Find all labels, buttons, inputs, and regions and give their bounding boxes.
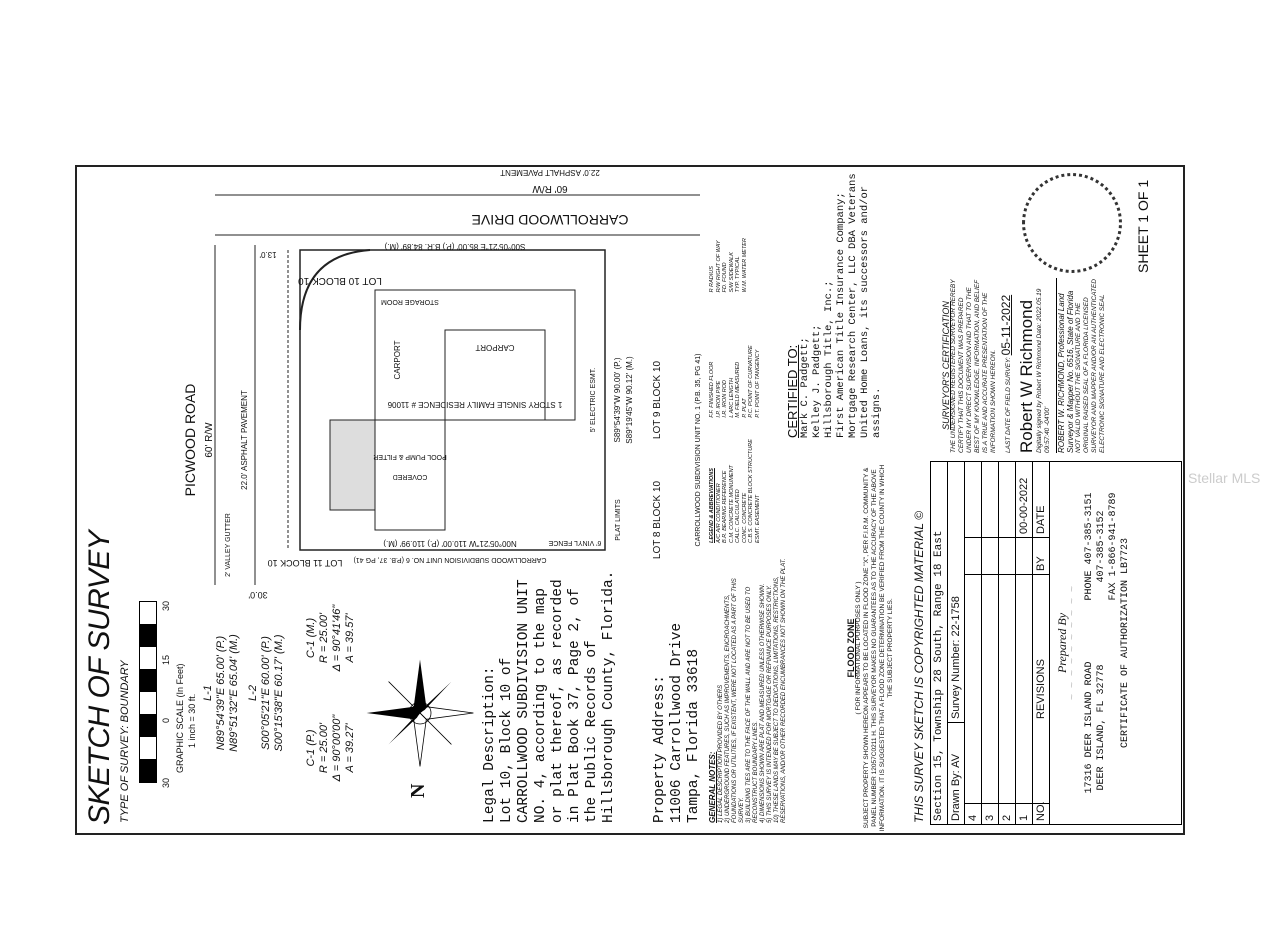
revision-no: 3 — [982, 803, 998, 824]
legend-item: C.B.S. CONCRETE BLOCK STRUCTURE — [748, 439, 754, 543]
field-date-label: LAST DATE OF FIELD SURVEY: — [1005, 357, 1012, 453]
company-address1: 17316 DEER ISLAND ROAD — [1084, 661, 1095, 794]
note-item: 4) DIMENSIONS SHOWN ARE PLAT AND MEASURE… — [760, 583, 766, 823]
legal-heading: Legal Description: — [482, 666, 498, 823]
scale-tick: 15 — [161, 654, 171, 665]
line-l2-plat: S00°05'21"E 60.00' (P.) — [260, 636, 272, 750]
rev-header-date: DATE — [1035, 505, 1047, 534]
certificate-of-authorization: CERTIFICATE OF AUTHORIZATION LB7723 — [1120, 537, 1131, 749]
notes-heading: GENERAL NOTES: — [708, 751, 717, 823]
digital-signature-note: Digitally signed by Robert W Richmond Da… — [1036, 288, 1051, 453]
north-label: N — [407, 783, 429, 798]
note-item: 10) THESE LANDS MAY BE SUBJECT TO DEDICA… — [774, 558, 787, 823]
note-item: 5) THIS SURVEY IS INTENDED FOR MORTGAGE … — [767, 585, 773, 823]
drawn-by: Drawn By: AV — [948, 722, 964, 824]
line-l2-measured: S00°15'38"E 60.17' (M.) — [273, 634, 285, 752]
watermark: Stellar MLS — [1188, 470, 1261, 486]
revision-date: 00-00-2022 — [1018, 477, 1030, 534]
flood-text: SUBJECT PROPERTY SHOWN HEREON APPEARS TO… — [863, 464, 894, 832]
surveyor-name-line: ROBERT W. RICHMOND, Professional Land Su… — [1056, 278, 1075, 453]
certified-party: Mark C. Padgett; — [799, 337, 811, 438]
legend: LEGEND & ABBREVIATIONS A/C AIR CONDITION… — [709, 173, 761, 543]
curve-measured-radius: R = 25.00' — [318, 612, 330, 664]
surveyor-signature: Robert W Richmond — [1017, 299, 1036, 453]
scale-tick: 30 — [161, 600, 171, 611]
curve-plat-radius: R = 25.00' — [318, 722, 330, 774]
curve-plat-delta: Δ = 90°00'00" — [331, 714, 343, 782]
company-logo-scribble: ~ ~ ~ ~ ~ ~ ~ ~ ~ ~ — [1068, 585, 1079, 701]
flood-zone: FLOOD ZONE ( FOR INFORMATIONAL PURPOSES … — [846, 463, 895, 833]
address-line1: 11006 Carrollwood Drive — [669, 622, 685, 823]
field-date: 05-11-2022 — [999, 294, 1013, 356]
curve-measured-delta: Δ = 90°41'46" — [331, 604, 343, 672]
legal-description: Legal Description: Lot 10, Block 10 of C… — [482, 563, 618, 823]
company-phone: PHONE 407-385-3151 — [1084, 492, 1095, 601]
certified-party: Mortgage Research Center, LLC DBA Vetera… — [847, 173, 883, 438]
certification-heading: SURVEYOR'S CERTIFICATION — [941, 301, 951, 430]
legend-item: P.T. POINT OF TANGENCY — [754, 349, 761, 418]
north-arrow-compass-icon — [366, 659, 474, 767]
rev-header-revisions: REVISIONS — [1033, 574, 1049, 803]
scale-tick: 0 — [161, 717, 171, 723]
line-l1-plat: N89°54'39"E 65.00' (P.) — [215, 635, 227, 751]
surveyor-certification: SURVEYOR'S CERTIFICATION THE UNDERSIGNED… — [941, 278, 1107, 454]
scale-title: GRAPHIC SCALE (In Feet) — [175, 663, 185, 773]
company-fax: FAX 1-866-941-8789 — [1108, 492, 1119, 601]
curve-measured-arc: A = 39.57' — [344, 613, 356, 663]
address-line2: Tampa, Florida 33618 — [686, 648, 702, 823]
certified-to: CERTIFIED TO: Mark C. Padgett; Kelley J.… — [785, 168, 883, 438]
line-l1-label: L-1 — [202, 685, 214, 701]
survey-type: TYPE OF SURVEY: BOUNDARY — [119, 660, 131, 823]
certification-text: THE UNDERSIGNED REGISTERED SURVEYOR HERE… — [950, 279, 997, 454]
line-l1-measured: N89°51'32"E 65.04' (M.) — [228, 634, 240, 752]
page-title: SKETCH OF SURVEY — [83, 530, 116, 825]
note-item: 1) LEGAL DESCRIPTION PROVIDED BY OTHERS — [718, 684, 724, 823]
section-line: Section 15, Township 28 South, Range 18 … — [931, 462, 948, 824]
surveyor-seal — [1022, 173, 1122, 273]
prepared-by: Prepared By — [1055, 612, 1069, 674]
legal-text: Lot 10, Block 10 of CARROLLWOOD SUBDIVIS… — [499, 570, 617, 823]
property-address: Property Address: 11006 Carrollwood Driv… — [652, 563, 703, 823]
survey-sheet: SKETCH OF SURVEY TYPE OF SURVEY: BOUNDAR… — [75, 165, 1185, 835]
flood-sub: ( FOR INFORMATIONAL PURPOSES ONLY ) — [855, 581, 862, 715]
curve-plat-arc: A = 39.27' — [344, 723, 356, 773]
general-notes: GENERAL NOTES: 1) LEGAL DESCRIPTION PROV… — [708, 553, 788, 823]
legend-item: ESMT. EASEMENT — [754, 494, 761, 543]
company-address2: DEER ISLAND, FL 32778 — [1096, 664, 1107, 791]
graphic-scale-bar — [139, 601, 157, 783]
certified-party: Hillsborough Title, Inc.; — [823, 280, 835, 438]
curve-plat-label: C-1 (P.) — [305, 729, 317, 767]
revision-no: 1 — [1016, 803, 1032, 824]
title-block: Section 15, Township 28 South, Range 18 … — [930, 461, 1182, 825]
rev-header-by: BY — [1033, 537, 1049, 574]
scale-tick: 30 — [161, 777, 171, 788]
flood-heading: FLOOD ZONE — [846, 618, 856, 678]
copyright-notice: THIS SURVEY SKETCH IS COPYRIGHTED MATERI… — [912, 510, 926, 823]
line-l2-label: L-2 — [247, 685, 259, 701]
certified-heading: CERTIFIED TO: — [785, 344, 800, 438]
scale-ratio: 1 inch = 30 ft. — [187, 693, 197, 748]
validity-note: NOT VALID WITHOUT THE SIGNATURE AND THE … — [1075, 279, 1106, 453]
address-heading: Property Address: — [652, 675, 668, 823]
note-item: 2) UNDERGROUND FEATURES, SUCH AS IMPROVE… — [725, 578, 745, 823]
note-item: 3) BUILDING TIES ARE TO THE FACE OF THE … — [746, 586, 759, 823]
revision-no: 2 — [999, 803, 1015, 824]
legend-item: W.M. WATER METER — [741, 238, 748, 293]
revision-no: 4 — [965, 803, 981, 824]
certified-party: First American Title Insurance Company; — [835, 192, 847, 438]
sheet-number: SHEET 1 OF 1 — [1135, 179, 1151, 273]
company-phone2: 407-385-3152 — [1096, 510, 1107, 583]
rev-header-no: NO. — [1033, 801, 1049, 824]
certified-party: Kelley J. Padgett; — [811, 324, 823, 438]
survey-number: Survey Number: 22-1758 — [950, 596, 962, 719]
curve-measured-label: C-1 (M.) — [305, 617, 317, 659]
